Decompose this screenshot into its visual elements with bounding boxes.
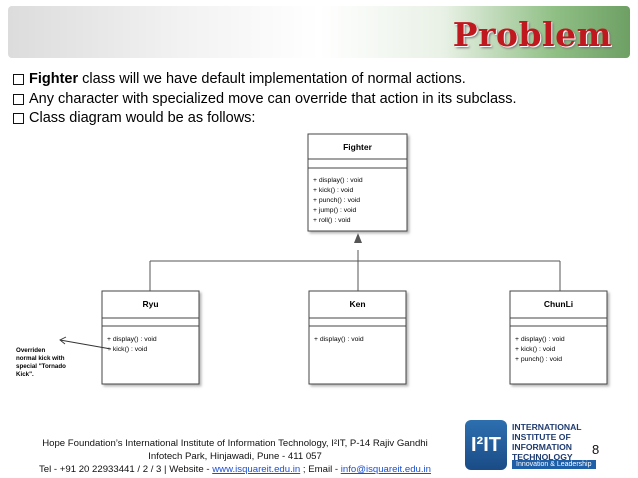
class-box-ken: Ken + display() : void [308, 290, 407, 385]
method-label: + roll() : void [313, 217, 351, 224]
note-line: special "Tornado [16, 363, 66, 370]
title-banner: Problem [8, 6, 630, 58]
bullet-text: Any character with specialized move can … [29, 90, 517, 107]
override-note-arrow [59, 336, 112, 350]
footer-address-line2: Infotech Park, Hinjawadi, Pune - 411 057 [148, 451, 322, 462]
bullet-text: class will we have default implementatio… [78, 71, 466, 87]
logo-line: INFORMATION [512, 442, 572, 452]
checkbox-bullet-icon [13, 74, 24, 85]
checkbox-bullet-icon [13, 93, 24, 105]
method-label: + display() : void [107, 336, 157, 343]
method-label: + kick() : void [313, 187, 353, 194]
method-label: + punch() : void [515, 356, 562, 363]
bullet-item: Any character with specialized move can … [12, 90, 632, 110]
logo-text: INTERNATIONAL INSTITUTE OF INFORMATION T… [512, 422, 582, 462]
class-name-ken: Ken [349, 299, 365, 309]
note-line: Kick". [16, 371, 34, 378]
i2it-logo-icon: I²IT [465, 420, 507, 470]
bullet-item: Class diagram would be as follows: [12, 109, 632, 129]
class-name-chunli: ChunLi [544, 299, 573, 309]
website-link[interactable]: www.isquareit.edu.in [212, 464, 301, 475]
footer-contact-line: Tel - +91 20 22933441 / 2 / 3 | Website … [0, 463, 470, 476]
bullet-list: Fighter class will we have default imple… [12, 70, 632, 129]
note-line: normal kick with [16, 355, 65, 362]
logo-line: INSTITUTE OF [512, 432, 571, 442]
logo-line: TECHNOLOGY [512, 452, 573, 462]
class-name-fighter: Fighter [343, 142, 372, 152]
institute-logo: I²IT INTERNATIONAL INSTITUTE OF INFORMAT… [465, 420, 596, 474]
class-box-fighter: Fighter + display() : void + kick() : vo… [307, 133, 408, 232]
note-line: Overriden [16, 347, 45, 354]
class-box-chunli: ChunLi + display() : void + kick() : voi… [509, 290, 608, 385]
footer-address-line1: Hope Foundation’s International Institut… [42, 438, 428, 449]
checkbox-bullet-icon [13, 113, 24, 124]
slide-title: Problem [452, 15, 612, 54]
method-label: + display() : void [313, 177, 363, 184]
bullet-bold-text: Fighter [29, 71, 79, 87]
method-label: + jump() : void [313, 207, 356, 214]
logo-tagline: Innovation & Leadership [512, 460, 596, 469]
override-note: Overriden normal kick with special "Torn… [16, 347, 66, 378]
bullet-item: Fighter class will we have default imple… [12, 70, 632, 90]
inheritance-connectors [149, 233, 561, 291]
class-name-ryu: Ryu [142, 299, 158, 309]
bullet-text: Class diagram would be as follows: [29, 110, 256, 126]
page-number: 8 [592, 442, 600, 457]
method-label: + kick() : void [515, 346, 555, 353]
method-label: + punch() : void [313, 197, 360, 204]
method-label: + display() : void [515, 336, 565, 343]
footer: Hope Foundation’s International Institut… [0, 437, 470, 476]
logo-line: INTERNATIONAL [512, 422, 582, 432]
class-box-ryu: Ryu + display() : void + kick() : void [101, 290, 200, 385]
email-link[interactable]: info@isquareit.edu.in [340, 464, 432, 475]
footer-tel: Tel - +91 20 22933441 / 2 / 3 | Website … [38, 464, 213, 475]
method-label: + kick() : void [107, 346, 147, 353]
method-label: + display() : void [314, 336, 364, 343]
footer-email-separator: ; Email - [300, 464, 341, 475]
